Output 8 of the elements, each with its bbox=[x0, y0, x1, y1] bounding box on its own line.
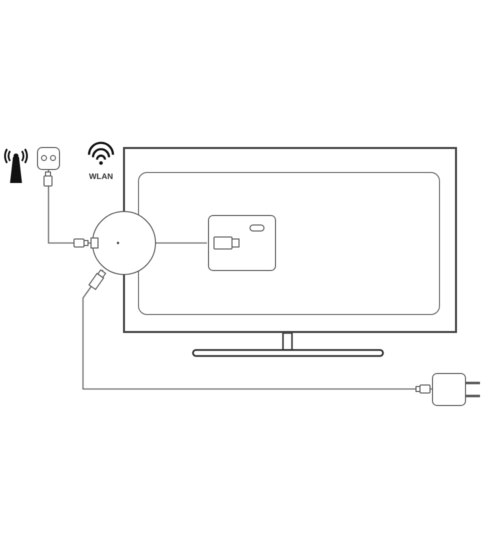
network-label: WLAN bbox=[89, 172, 113, 181]
tv-screen bbox=[123, 147, 457, 333]
hdmi-port-panel bbox=[208, 214, 276, 270]
cable bbox=[48, 170, 92, 244]
wall-socket bbox=[37, 147, 60, 170]
cable bbox=[156, 242, 207, 244]
power-adapter bbox=[432, 373, 466, 406]
cable bbox=[82, 270, 432, 390]
